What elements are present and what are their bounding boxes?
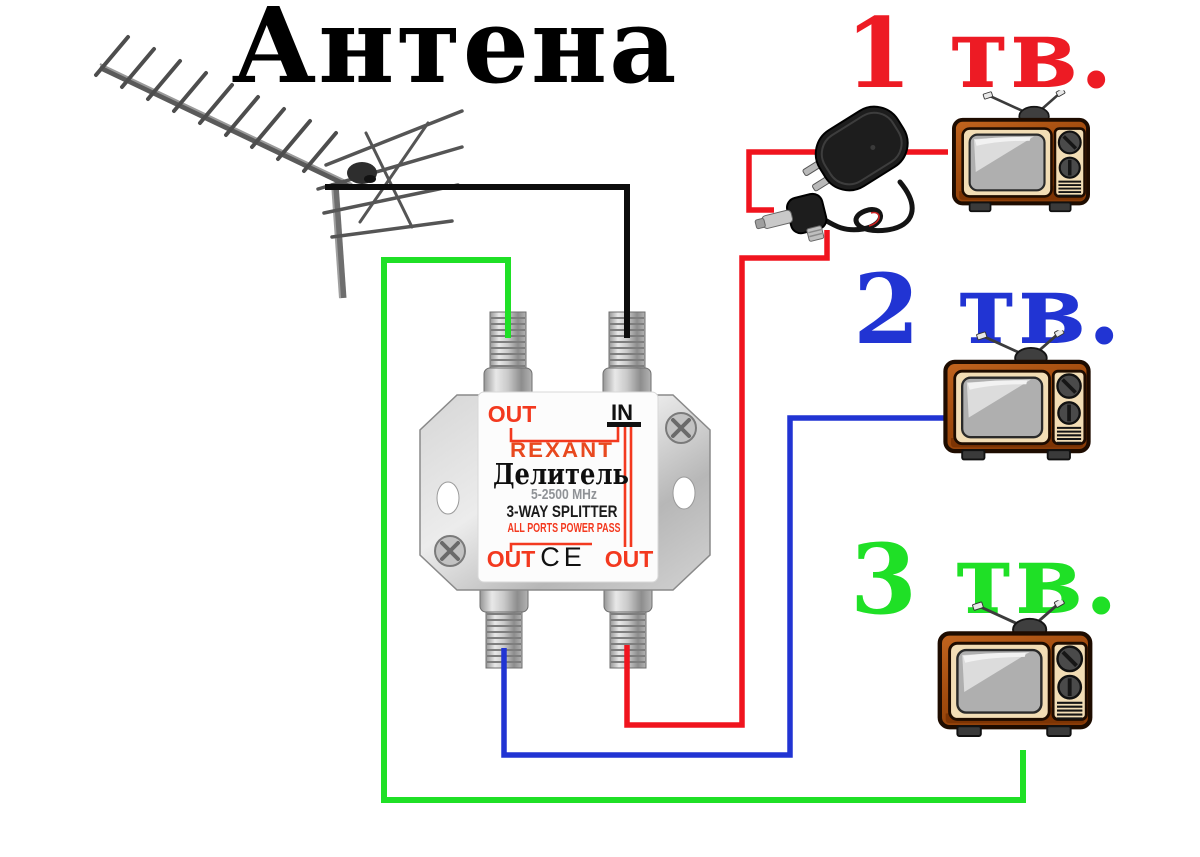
antenna-icon [94,35,464,299]
tv1-label: 1 тв. [845,0,1115,110]
splitter-screw-top [665,412,697,444]
power-adapter-icon [754,105,915,242]
antenna-directors [94,35,338,173]
antenna-boom [98,64,354,190]
splitter-in-label: IN [611,400,633,425]
splitter-type: 3-WAY SPLITTER [507,503,618,521]
antenna-plug [754,192,828,242]
splitter-out-br-label: OUT [605,546,654,572]
tv3-icon [932,600,1098,747]
diagram-title: Антена [231,0,679,107]
tv2-icon [938,330,1096,470]
splitter-freq: 5-2500 MHz [531,487,597,503]
splitter-mount-hole-left [436,481,460,515]
splitter-screw-bottom [434,535,466,567]
adapter-cord [822,179,915,234]
ce-mark: CE [540,542,586,572]
splitter-device: OUT IN REXANT Делитель 5-2500 MHz 3-WAY … [419,311,711,669]
tv1-icon [947,90,1095,221]
splitter-name: Делитель [493,457,629,491]
splitter-out-bl-label: OUT [487,546,536,572]
splitter-mount-hole-right [672,476,696,510]
adapter-body [802,105,909,192]
splitter-note: ALL PORTS POWER PASS [508,520,621,535]
splitter-out-top-label: OUT [488,401,537,427]
